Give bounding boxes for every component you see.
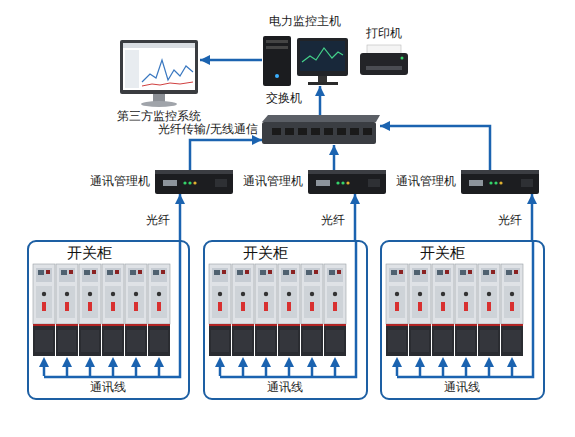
connector-arrow bbox=[531, 194, 534, 240]
annotation-label: 通讯线 bbox=[90, 381, 126, 395]
edge-label: 光纤 bbox=[498, 214, 522, 228]
annotation-label: 通讯线 bbox=[444, 381, 480, 395]
switchgear-illustration bbox=[33, 240, 180, 377]
node-label: 通讯管理机 bbox=[243, 175, 303, 189]
pc-illustration bbox=[263, 36, 348, 86]
comm-manager-illustration bbox=[155, 170, 233, 194]
connector-arrow bbox=[179, 194, 182, 240]
comm-manager: 通讯管理机 bbox=[155, 170, 233, 194]
third-party-monitor: 第三方监控系统 bbox=[118, 38, 200, 106]
printer-illustration bbox=[360, 45, 408, 75]
node-label: 通讯管理机 bbox=[90, 175, 150, 189]
monitor-illustration bbox=[120, 40, 198, 107]
connector-arrow bbox=[380, 126, 490, 170]
switchgear-group: 开关柜 bbox=[27, 240, 190, 400]
switch-illustration bbox=[262, 115, 380, 144]
node-label: 第三方监控系统 bbox=[117, 110, 201, 124]
comm-manager: 通讯管理机 bbox=[308, 170, 386, 194]
connector-arrow bbox=[333, 145, 336, 170]
node-label: 交换机 bbox=[266, 92, 302, 106]
switchgear-illustration bbox=[209, 240, 356, 377]
annotation-label: 通讯线 bbox=[267, 381, 303, 395]
node-label: 开关柜 bbox=[67, 244, 112, 262]
connector-arrow bbox=[319, 86, 322, 115]
node-label: 打印机 bbox=[366, 27, 402, 41]
node-label: 开关柜 bbox=[420, 244, 465, 262]
switchgear-illustration bbox=[386, 240, 533, 377]
switchgear-group: 开关柜 bbox=[380, 240, 545, 400]
node-label: 通讯管理机 bbox=[396, 175, 456, 189]
edge-label: 光纤 bbox=[146, 214, 170, 228]
host-computer: 电力监控主机 bbox=[262, 34, 348, 86]
node-label: 开关柜 bbox=[243, 244, 288, 262]
node-label: 电力监控主机 bbox=[269, 15, 341, 29]
printer: 打印机 bbox=[358, 44, 410, 78]
edge-label: 光纤 bbox=[321, 214, 345, 228]
network-switch: 交换机 bbox=[262, 115, 380, 145]
edge-label: 光纤传输/无线通信 bbox=[158, 123, 258, 137]
switchgear-group: 开关柜 bbox=[203, 240, 368, 400]
comm-manager-illustration bbox=[461, 170, 539, 194]
comm-manager: 通讯管理机 bbox=[461, 170, 539, 194]
connector-arrow bbox=[354, 194, 357, 240]
connector-arrow bbox=[190, 140, 262, 170]
comm-manager-illustration bbox=[308, 170, 386, 194]
connector-arrow bbox=[200, 59, 262, 62]
